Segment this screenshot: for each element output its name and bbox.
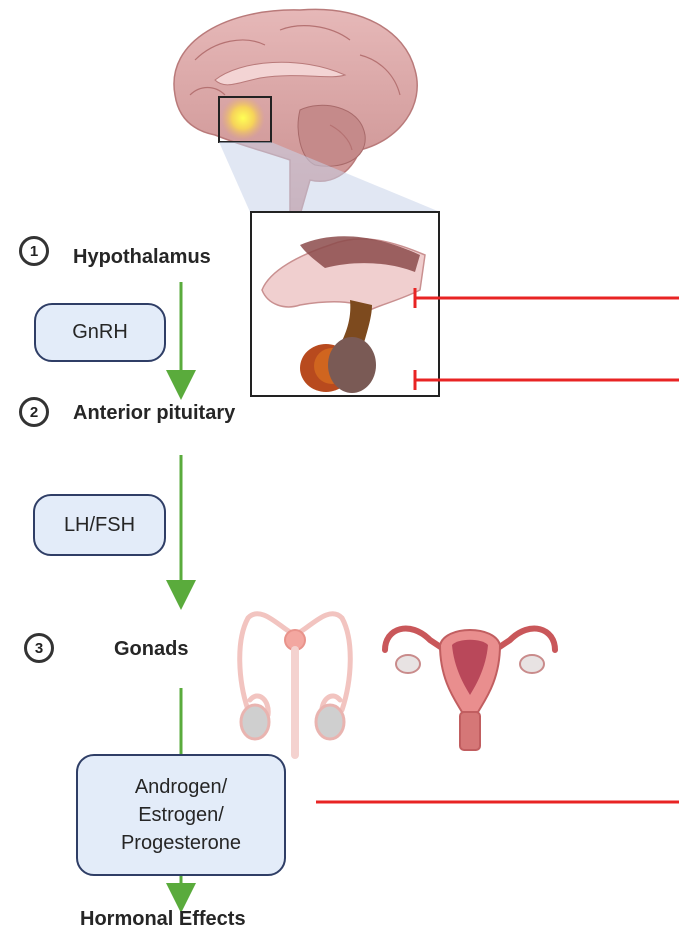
female-reproductive-illustration: [385, 629, 555, 750]
step-number-3: 3: [24, 633, 54, 663]
label-gonads: Gonads: [114, 638, 188, 661]
step-number-1: 1: [19, 236, 49, 266]
hormone-progesterone: Progesterone: [121, 829, 241, 857]
pituitary-illustration: [251, 212, 439, 396]
hormone-gnrh: GnRH: [34, 303, 166, 362]
label-anterior-pituitary: Anterior pituitary: [73, 402, 235, 425]
label-hormonal-effects: Hormonal Effects: [80, 908, 246, 931]
hormone-estrogen: Estrogen/: [138, 801, 224, 829]
hormone-lh-fsh: LH/FSH: [33, 494, 166, 556]
male-reproductive-illustration: [240, 614, 351, 755]
hormone-androgen: Androgen/: [135, 773, 227, 801]
label-hypothalamus: Hypothalamus: [73, 246, 211, 269]
step-number-2: 2: [19, 397, 49, 427]
hormone-sex-steroids: Androgen/ Estrogen/ Progesterone: [76, 754, 286, 876]
